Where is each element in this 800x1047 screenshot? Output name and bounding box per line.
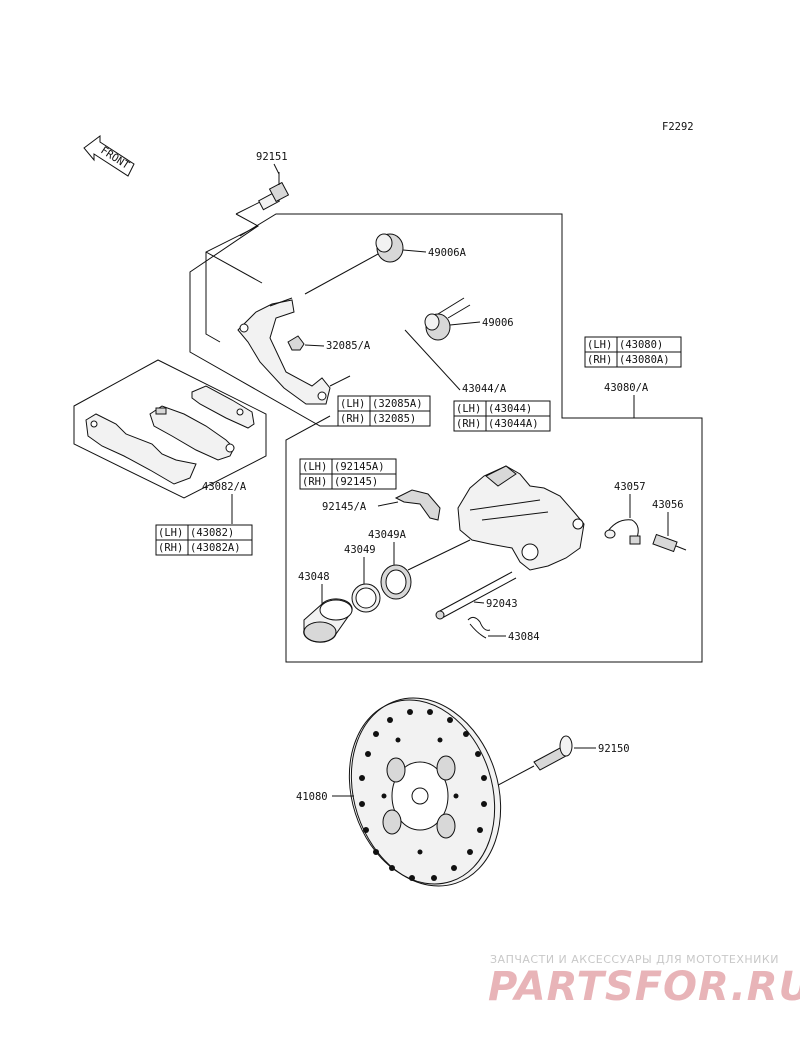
t43080-part-0: (43080) [619,339,663,351]
seal-43049A [380,539,471,600]
clip-43084 [467,616,491,639]
watermark-subtitle: ЗАПЧАСТИ И АКСЕССУАРЫ ДЛЯ МОТОТЕХНИКИ [490,953,779,966]
variant-table-92145: (LH) (92145A) (RH) (92145) [299,458,397,490]
t43080-side-0: (LH) [587,339,612,351]
t43080-part-1: (43080A) [619,354,670,366]
label-43049A: 43049A [368,529,407,541]
t43082-side-0: (LH) [158,527,183,539]
t43082-part-1: (43082A) [190,542,241,554]
caliper-bracket-43044 [237,297,351,405]
t32085-side-1: (RH) [340,413,365,425]
boot-49006A [304,233,404,295]
label-43048: 43048 [298,571,330,583]
t92145-part-1: (92145) [334,476,378,488]
bolt-92151 [258,172,290,211]
t32085-part-0: (32085A) [372,398,423,410]
seal-43049 [351,583,381,613]
bleeder-valve-43056 [652,533,687,553]
t92145-side-0: (LH) [302,461,327,473]
t92145-part-0: (92145A) [334,461,385,473]
t43044-side-1: (RH) [456,418,481,430]
t92145-side-1: (RH) [302,476,327,488]
label-43049: 43049 [344,544,376,556]
pad-spring-92145 [394,489,441,521]
label-43044A: 43044/A [462,383,507,395]
label-43080A: 43080/A [604,382,649,394]
pin-92043 [435,571,517,620]
label-43056: 43056 [652,499,684,511]
variant-table-32085: (LH) (32085A) (RH) (32085) [337,395,431,427]
label-43082A: 43082/A [202,481,247,493]
figure-id: F2292 [662,121,694,133]
t43080-side-1: (RH) [587,354,612,366]
t32085-part-1: (32085) [372,413,416,425]
label-92145A: 92145/A [322,501,367,513]
boot-49006 [424,297,471,341]
spring-32085 [287,335,305,351]
label-43057: 43057 [614,481,646,493]
label-41080: 41080 [296,791,328,803]
t43044-part-1: (43044A) [488,418,539,430]
t43044-side-0: (LH) [456,403,481,415]
brake-disc-41080 [348,697,502,887]
variant-table-43044: (LH) (43044) (RH) (43044A) [453,400,551,432]
label-43084: 43084 [508,631,540,643]
t43082-part-0: (43082) [190,527,234,539]
t43044-part-0: (43044) [488,403,532,415]
bolt-92150 [469,735,573,801]
label-49006A: 49006A [428,247,467,259]
disc-vent-holes [359,709,487,881]
bleeder-cap-43057 [604,519,641,545]
variant-table-43082: (LH) (43082) (RH) (43082A) [155,524,253,556]
label-32085A: 32085/A [326,340,371,352]
front-direction-arrow: FRONT [83,135,135,177]
watermark-brand: PARTSFOR.RU [488,964,800,1010]
variant-table-43080: (LH) (43080) (RH) (43080A) [584,336,682,368]
label-92043: 92043 [486,598,518,610]
label-92150: 92150 [598,743,630,755]
t43082-side-1: (RH) [158,542,183,554]
t32085-side-0: (LH) [340,398,365,410]
piston-43048 [303,598,353,643]
brake-pads-group [73,359,267,499]
caliper-assembly-outline [239,213,703,663]
label-92151: 92151 [256,151,288,163]
label-49006: 49006 [482,317,514,329]
watermark: ЗАПЧАСТИ И АКСЕССУАРЫ ДЛЯ МОТОТЕХНИКИ PA… [488,953,800,1010]
caliper-body [457,465,585,571]
